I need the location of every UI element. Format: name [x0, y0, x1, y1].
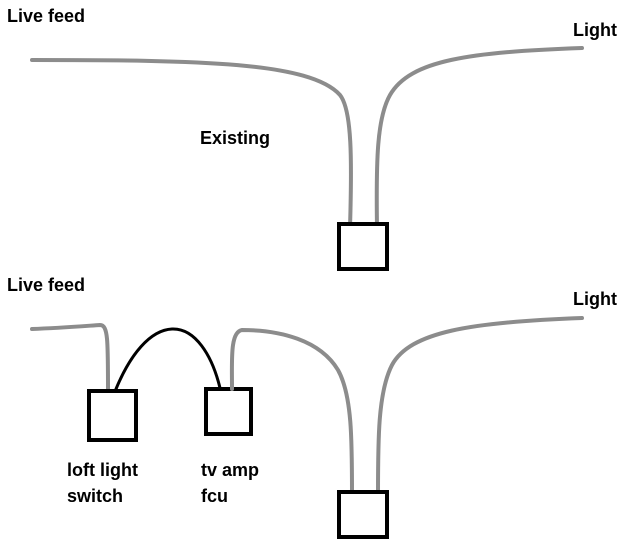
fcu-to-junction-wire — [229, 328, 354, 496]
bottom-light-wire — [376, 316, 584, 496]
top-junction-box — [337, 222, 389, 271]
tv-amp-fcu-label: tv amp fcu — [201, 457, 259, 509]
top-live-feed-label: Live feed — [7, 6, 86, 26]
bottom-live-feed-label: Live feed — [7, 275, 86, 295]
top-light-label: Light — [573, 20, 617, 40]
loft-light-switch-label: loft light switch — [67, 457, 138, 509]
top-light-wire — [374, 46, 584, 230]
top-live-feed-wire — [30, 58, 353, 230]
tv-amp-fcu-box — [204, 387, 253, 436]
existing-label: Existing — [200, 128, 271, 148]
bottom-light-label: Light — [573, 289, 617, 309]
tv-amp-fcu-label-line2: fcu — [201, 486, 228, 506]
loft-light-switch-label-line2: switch — [67, 486, 124, 506]
loft-light-switch-label-line1: loft light — [67, 460, 138, 480]
loft-light-switch-box — [87, 389, 138, 442]
link-wire — [114, 327, 222, 391]
tv-amp-fcu-label-line1: tv amp — [201, 460, 260, 480]
bottom-live-feed-wire — [30, 323, 110, 392]
bottom-junction-box — [337, 490, 389, 539]
